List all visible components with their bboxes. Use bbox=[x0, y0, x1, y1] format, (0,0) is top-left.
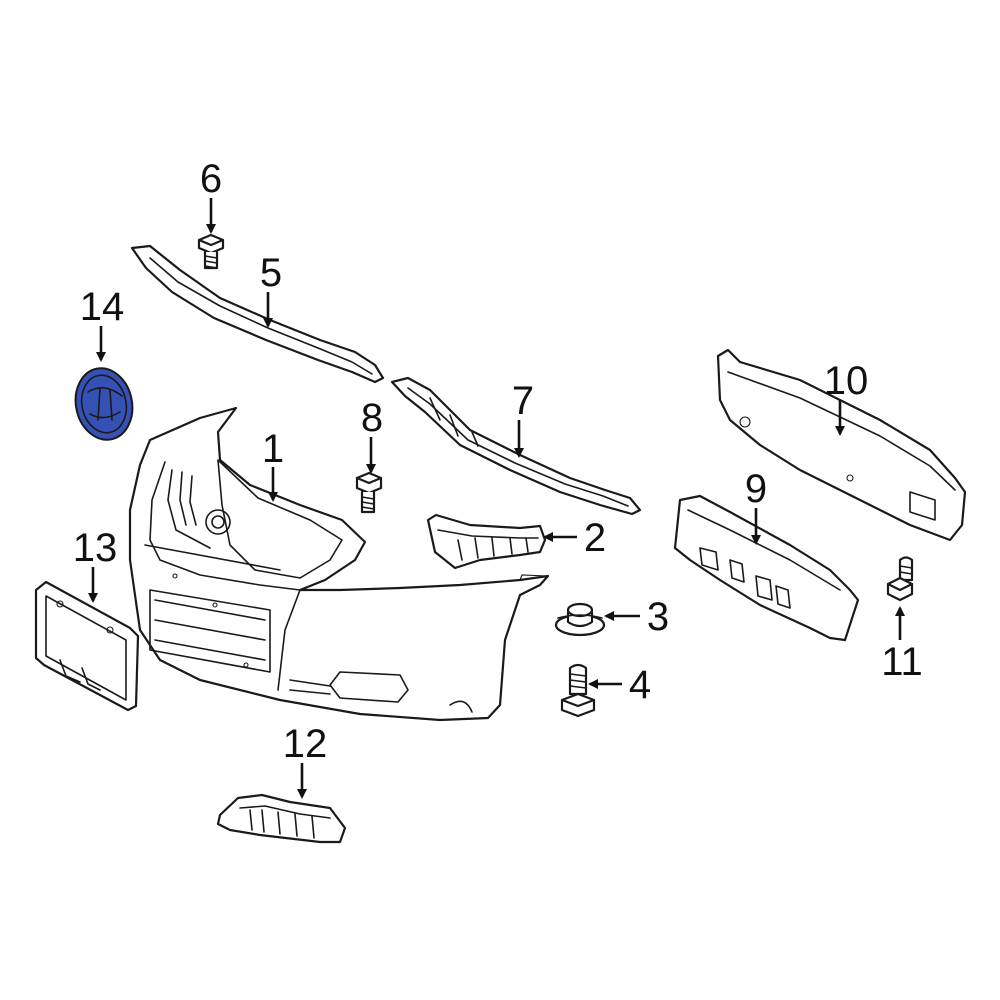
part-4-bolt[interactable] bbox=[560, 663, 596, 718]
part-7-retainer-bracket[interactable] bbox=[390, 376, 642, 516]
part-2-side-bracket[interactable] bbox=[426, 513, 547, 570]
callout-labels: 1 2 3 4 5 6 7 8 9 10 11 12 13 14 bbox=[73, 157, 923, 766]
part-10-reinforcement-beam[interactable] bbox=[716, 348, 967, 542]
part-9-energy-absorber[interactable] bbox=[673, 494, 860, 642]
callout-label-4: 4 bbox=[629, 663, 651, 707]
callout-label-5: 5 bbox=[260, 251, 282, 295]
part-6-bolt[interactable] bbox=[197, 233, 225, 270]
callout-label-8: 8 bbox=[361, 396, 383, 440]
part-14-emblem[interactable] bbox=[69, 363, 139, 445]
part-8-bolt[interactable] bbox=[355, 471, 383, 514]
callout-label-12: 12 bbox=[283, 722, 328, 766]
callout-label-1: 1 bbox=[262, 427, 284, 471]
callout-label-9: 9 bbox=[745, 467, 767, 511]
callout-label-3: 3 bbox=[647, 595, 669, 639]
callout-label-7: 7 bbox=[512, 379, 534, 423]
callout-label-13: 13 bbox=[73, 526, 118, 570]
part-5-retainer-strip[interactable] bbox=[130, 244, 385, 384]
part-3-push-retainer[interactable] bbox=[554, 602, 606, 637]
part-13-license-bracket[interactable] bbox=[34, 580, 140, 712]
callout-label-6: 6 bbox=[200, 157, 222, 201]
part-1-bumper-cover[interactable] bbox=[128, 406, 550, 722]
callout-label-10: 10 bbox=[824, 359, 869, 403]
callout-label-2: 2 bbox=[584, 516, 606, 560]
callout-label-14: 14 bbox=[80, 285, 125, 329]
part-11-bolt[interactable] bbox=[886, 556, 914, 602]
callout-label-11: 11 bbox=[881, 640, 923, 684]
callout-arrows bbox=[88, 198, 905, 799]
part-12-fog-bezel[interactable] bbox=[216, 793, 347, 844]
